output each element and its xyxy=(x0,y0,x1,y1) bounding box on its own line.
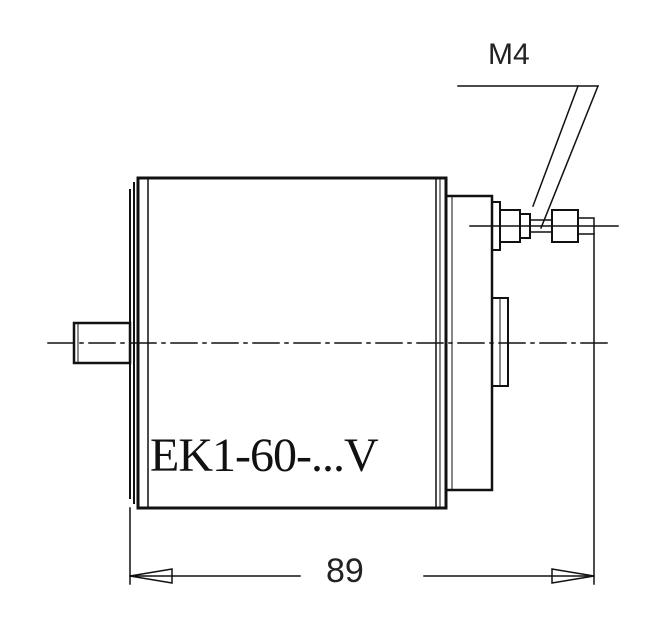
dimension-arrow-left xyxy=(129,568,173,584)
connector-screw xyxy=(469,201,619,251)
thread-label: M4 xyxy=(488,38,530,71)
dimension-value: 89 xyxy=(326,552,364,590)
dimension-arrow-right xyxy=(551,568,595,584)
thread-leader xyxy=(457,85,599,229)
model-label: EK1-60-...V xyxy=(150,429,379,482)
